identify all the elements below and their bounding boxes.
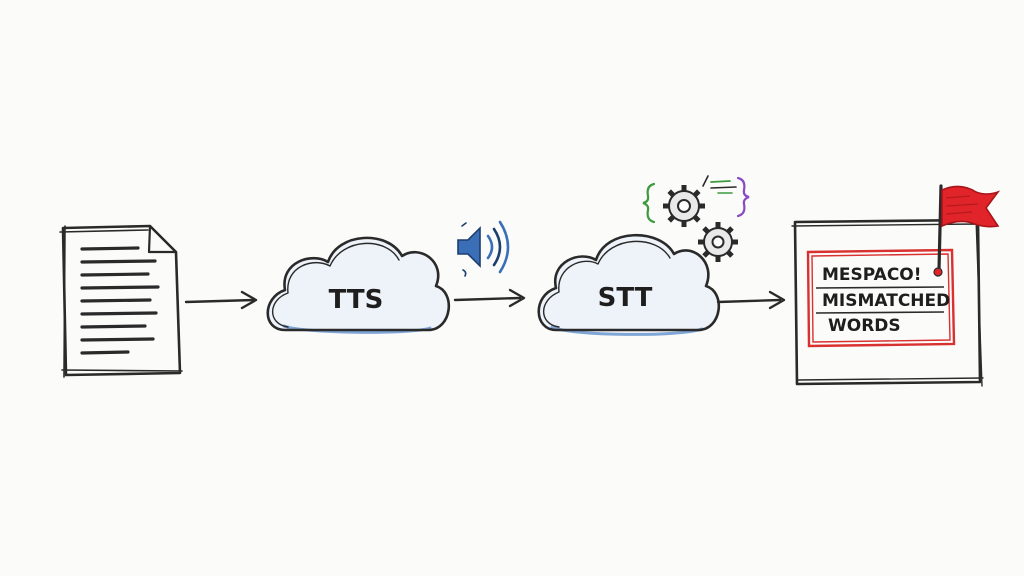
stt-cloud: STT <box>537 233 721 336</box>
gear-icon <box>663 185 705 227</box>
mismatch-report: MESPACO! MISMATCHED WORDS <box>791 217 984 387</box>
report-line-1: MESPACO! <box>822 265 922 285</box>
gear-icon <box>698 222 738 262</box>
red-flag-icon <box>933 184 1001 277</box>
speaker-icon <box>457 220 510 277</box>
tts-label: TTS <box>329 285 384 315</box>
report-line-3: WORDS <box>828 316 901 336</box>
code-brackets-icon <box>642 175 750 224</box>
arrow-tts-to-stt <box>453 288 526 308</box>
document-icon <box>59 224 183 378</box>
arrow-doc-to-tts <box>184 290 258 310</box>
stt-label: STT <box>598 283 653 313</box>
report-line-2: MISMATCHED <box>822 291 950 311</box>
arrow-stt-to-report <box>716 290 786 310</box>
tts-cloud: TTS <box>266 236 451 334</box>
